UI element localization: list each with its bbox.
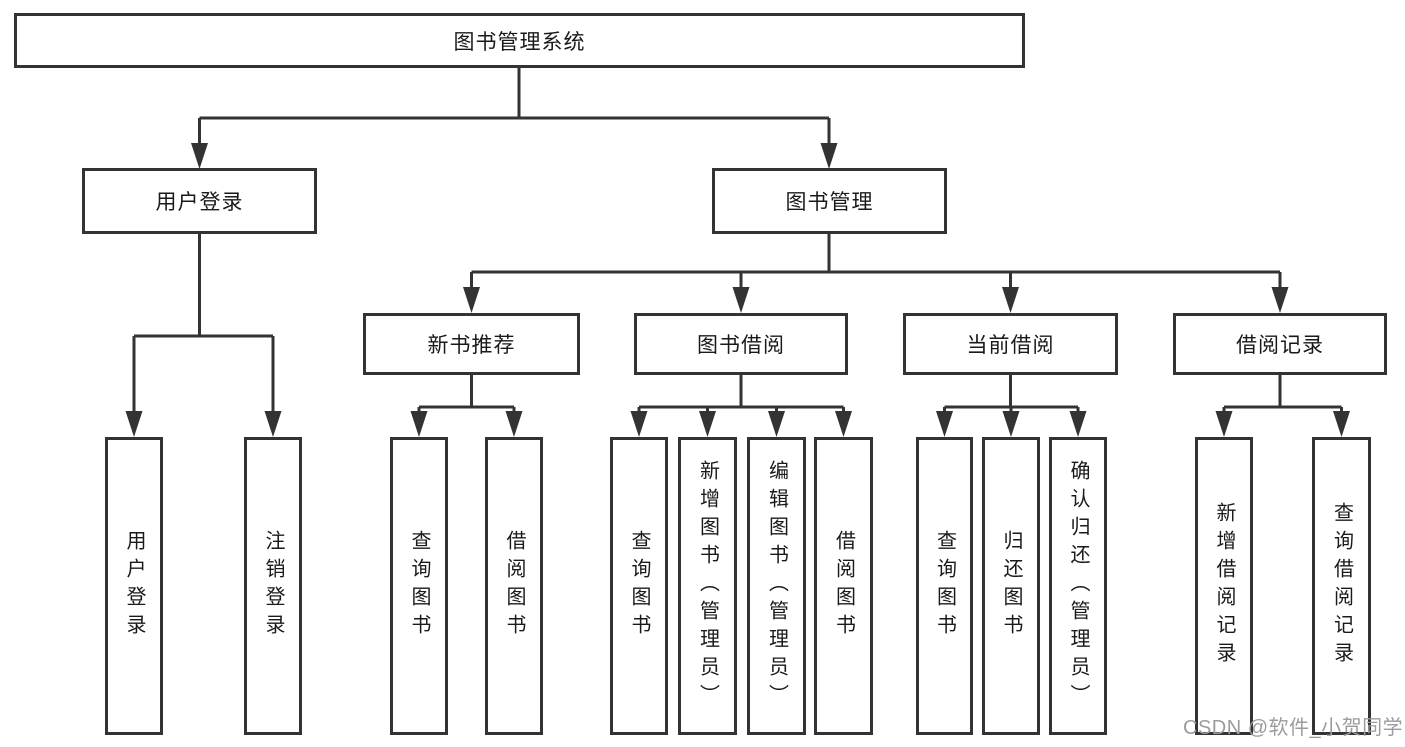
arrowhead-icon — [630, 411, 648, 437]
connector-line — [132, 234, 275, 419]
csdn-watermark: CSDN @软件_小贺同学 — [1183, 717, 1404, 739]
arrowhead-icon — [820, 143, 838, 169]
connector-book-borrow-branch — [630, 375, 852, 437]
connector-line — [417, 375, 516, 419]
arrowhead-icon — [191, 143, 208, 169]
arrowhead-icon — [835, 411, 852, 437]
arrowhead-icon — [125, 411, 143, 437]
leaf-user-login: 用户登录 — [105, 437, 163, 735]
arrowhead-icon — [264, 411, 282, 437]
arrowhead-icon — [1002, 287, 1019, 313]
arrowhead-icon — [1271, 287, 1289, 313]
connector-line — [637, 375, 845, 419]
connector-root-to-level2 — [191, 68, 838, 169]
arrowhead-icon — [505, 411, 523, 437]
arrowhead-icon — [1333, 411, 1350, 437]
node-book-management: 图书管理 — [712, 168, 947, 234]
arrowhead-icon — [1002, 411, 1020, 437]
connector-borrow-records-branch — [1215, 375, 1350, 437]
leaf-borrow-books: 借阅图书 — [814, 437, 873, 735]
node-user-login: 用户登录 — [82, 168, 317, 234]
arrowhead-icon — [1069, 411, 1087, 437]
connector-line — [1222, 375, 1343, 419]
node-current-borrowing: 当前借阅 — [903, 313, 1118, 375]
leaf-query-books-borrow: 查询图书 — [610, 437, 668, 735]
leaf-edit-book-admin: 编辑图书（管理员） — [747, 437, 806, 735]
arrowhead-icon — [463, 287, 480, 313]
leaf-add-borrow-record: 新增借阅记录 — [1195, 437, 1253, 735]
leaf-confirm-return-admin: 确认归还（管理员） — [1049, 437, 1107, 735]
arrowhead-icon — [936, 411, 953, 437]
arrowhead-icon — [768, 411, 785, 437]
leaf-logout: 注销登录 — [244, 437, 302, 735]
node-book-borrowing: 图书借阅 — [634, 313, 848, 375]
arrowhead-icon — [732, 287, 750, 313]
connector-line — [470, 234, 1282, 295]
node-new-book-recommendation: 新书推荐 — [363, 313, 580, 375]
connector-user-login-branch — [125, 234, 282, 437]
leaf-return-books: 归还图书 — [982, 437, 1040, 735]
node-library-management-system: 图书管理系统 — [14, 13, 1025, 68]
leaf-add-book-admin: 新增图书（管理员） — [678, 437, 737, 735]
leaf-query-books-recommend: 查询图书 — [390, 437, 448, 735]
node-borrowing-records: 借阅记录 — [1173, 313, 1387, 375]
arrowhead-icon — [699, 411, 716, 437]
connector-new-book-branch — [410, 375, 523, 437]
leaf-borrow-books-recommend: 借阅图书 — [485, 437, 543, 735]
leaf-query-borrow-record: 查询借阅记录 — [1312, 437, 1371, 735]
connector-current-borrow-branch — [936, 375, 1087, 437]
connector-line — [198, 68, 831, 152]
arrowhead-icon — [1215, 411, 1233, 437]
connector-book-management-branch — [463, 234, 1289, 313]
leaf-query-books-current: 查询图书 — [916, 437, 973, 735]
arrowhead-icon — [410, 411, 428, 437]
